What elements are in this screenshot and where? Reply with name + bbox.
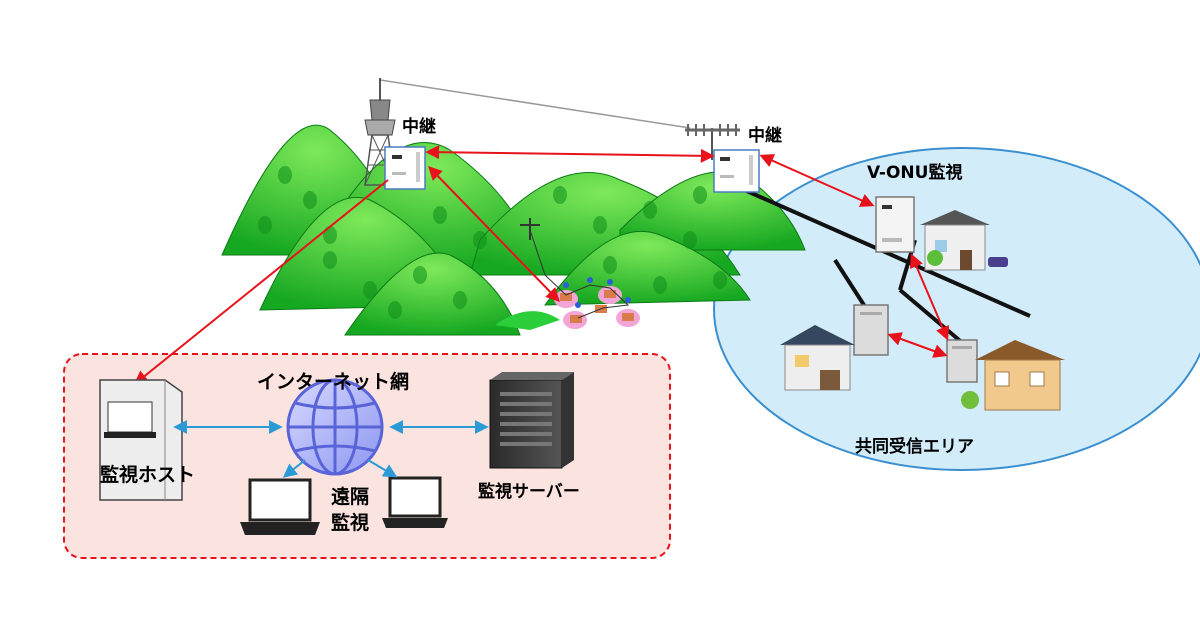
remote-monitoring-label: 遠隔 監視 <box>325 484 375 536</box>
red-links <box>133 145 950 385</box>
relay-left-label: 中継 <box>402 117 436 137</box>
host-label: 監視ホスト <box>100 464 196 486</box>
onu-device-icon <box>946 339 978 383</box>
blue-links <box>173 420 489 478</box>
remote-line-1: 遠隔 <box>330 486 369 508</box>
onu-device-icon <box>853 304 889 356</box>
internet-label: インターネット網 <box>257 371 410 393</box>
house-icon <box>920 210 1008 271</box>
server-icon <box>489 372 574 469</box>
house-icon <box>961 340 1065 411</box>
laptop-icon <box>240 478 320 535</box>
vonu-label: V-ONU監視 <box>867 163 963 183</box>
server-label: 監視サーバー <box>478 482 580 502</box>
onu-device-icon <box>875 196 915 253</box>
relay-right-label: 中継 <box>748 126 782 146</box>
host-pc-icon <box>99 379 183 501</box>
onu-device-icon <box>713 149 760 193</box>
village-cluster <box>520 218 640 329</box>
onu-device-icon <box>384 146 426 190</box>
tower-grey-link <box>379 79 691 129</box>
area-label: 共同受信エリア <box>855 437 974 457</box>
house-icon <box>780 325 855 391</box>
laptop-icon <box>382 476 448 528</box>
reception-area <box>713 147 1200 471</box>
remote-line-2: 監視 <box>330 512 369 534</box>
globe-icon <box>286 378 384 476</box>
